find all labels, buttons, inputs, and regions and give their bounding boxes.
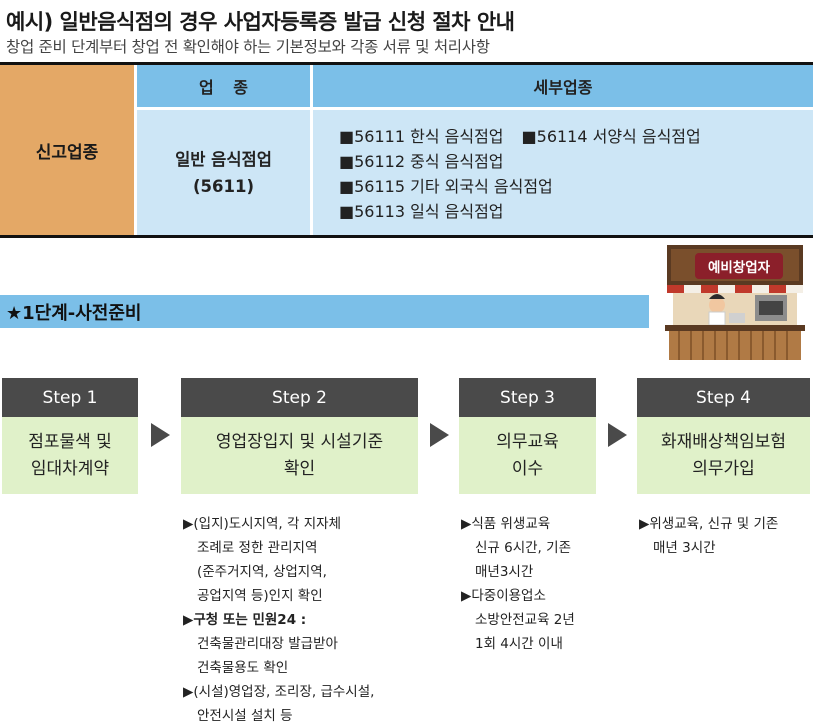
step-2-label: Step 2 <box>181 378 418 417</box>
note-line: 안전시설 설치 등 <box>197 708 293 724</box>
shop-badge: 예비창업자 <box>695 253 783 279</box>
business-type-cell: 일반 음식점업 (5611) <box>137 110 310 235</box>
step-title-line: 화재배상책임보험 <box>660 431 787 452</box>
sub-type-item: ■56113 일식 음식점업 <box>339 202 504 221</box>
register-icon <box>729 313 745 323</box>
note-line: 매년 3시간 <box>653 540 716 556</box>
sub-type-item: ■56111 한식 음식점업 <box>339 127 504 146</box>
step-title-line: 이수 <box>511 458 544 479</box>
note-item: ▶위생교육, 신규 및 기존 매년 3시간 <box>639 512 778 560</box>
step-4-notes: ▶위생교육, 신규 및 기존 매년 3시간 <box>639 512 778 560</box>
step-title-line: 점포물색 및 <box>28 431 112 452</box>
step-title-line: 확인 <box>283 458 316 479</box>
step-title-line: 영업장입지 및 시설기준 <box>215 431 384 452</box>
note-line: 매년3시간 <box>475 564 534 580</box>
step-4-label: Step 4 <box>637 378 810 417</box>
note-item: ▶식품 위생교육 신규 6시간, 기존 매년3시간 <box>461 512 575 584</box>
note-line: ▶(시설)영업장, 조리장, 급수시설, <box>183 684 375 700</box>
step-1-label: Step 1 <box>2 378 138 417</box>
note-item: ▶구청 또는 민원24 : 건축물관리대장 발급받아 건축물용도 확인 <box>183 608 374 680</box>
sub-type-row: ■56111 한식 음식점업 ■56114 서양식 음식점업 <box>339 124 813 149</box>
step-1-card: Step 1 점포물색 및 임대차계약 <box>2 378 138 494</box>
note-line: 1회 4시간 이내 <box>475 636 563 652</box>
note-line: ▶위생교육, 신규 및 기존 <box>639 516 779 532</box>
step-title-line: 의무가입 <box>692 458 755 479</box>
note-line: 신규 6시간, 기존 <box>475 540 571 556</box>
business-type-name: 일반 음식점업 <box>175 149 272 169</box>
sub-type-row: ■56115 기타 외국식 음식점업 <box>339 174 813 199</box>
step-arrow-icon <box>430 423 449 447</box>
sub-type-item: ■56114 서양식 음식점업 <box>521 127 701 146</box>
note-line: ▶다중이용업소 <box>461 588 546 604</box>
step-1-title: 점포물색 및 임대차계약 <box>2 417 138 494</box>
stall-counter <box>669 331 801 360</box>
business-type-code: (5611) <box>192 176 254 196</box>
sub-type-row: ■56112 중식 음식점업 <box>339 149 813 174</box>
step-3-notes: ▶식품 위생교육 신규 6시간, 기존 매년3시간 ▶다중이용업소 소방안전교육… <box>461 512 575 656</box>
sub-type-item: ■56112 중식 음식점업 <box>339 152 504 171</box>
step-4-card: Step 4 화재배상책임보험 의무가입 <box>637 378 810 494</box>
business-type-header: 업 종 <box>137 65 310 107</box>
step-arrow-icon <box>608 423 627 447</box>
note-line: 건축물용도 확인 <box>197 660 289 676</box>
step-2-card: Step 2 영업장입지 및 시설기준 확인 <box>181 378 418 494</box>
note-line: 건축물관리대장 발급받아 <box>197 636 338 652</box>
note-line: 공업지역 등)인지 확인 <box>197 588 323 604</box>
page-title: 예시) 일반음식점의 경우 사업자등록증 발급 신청 절차 안내 <box>6 10 515 34</box>
note-item: ▶다중이용업소 소방안전교육 2년 1회 4시간 이내 <box>461 584 575 656</box>
chef-icon <box>709 297 725 313</box>
step-title-line: 임대차계약 <box>30 458 110 479</box>
step-2-notes: ▶(입지)도시지역, 각 지자체 조례로 정한 관리지역 (준주거지역, 상업지… <box>183 512 374 728</box>
note-item: ▶(입지)도시지역, 각 지자체 조례로 정한 관리지역 (준주거지역, 상업지… <box>183 512 374 608</box>
note-line: (준주거지역, 상업지역, <box>197 564 327 580</box>
note-line: ▶식품 위생교육 <box>461 516 551 532</box>
note-line: 조례로 정한 관리지역 <box>197 540 318 556</box>
note-line: 소방안전교육 2년 <box>475 612 575 628</box>
step-3-title: 의무교육 이수 <box>459 417 596 494</box>
page-subtitle: 창업 준비 단계부터 창업 전 확인해야 하는 기본정보와 각종 서류 및 처리… <box>6 38 490 56</box>
step-arrow-icon <box>151 423 170 447</box>
step-2-title: 영업장입지 및 시설기준 확인 <box>181 417 418 494</box>
sub-type-cell: ■56111 한식 음식점업 ■56114 서양식 음식점업 ■56112 중식 … <box>313 110 813 235</box>
note-item: ▶(시설)영업장, 조리장, 급수시설, 안전시설 설치 등 <box>183 680 374 728</box>
sub-type-header: 세부업종 <box>313 65 813 107</box>
step-title-line: 의무교육 <box>496 431 559 452</box>
step-3-card: Step 3 의무교육 이수 <box>459 378 596 494</box>
stall-awning <box>667 285 803 293</box>
step-4-title: 화재배상책임보험 의무가입 <box>637 417 810 494</box>
sub-type-item: ■56115 기타 외국식 음식점업 <box>339 177 553 196</box>
note-line: ▶구청 또는 민원24 : <box>183 612 307 628</box>
step-3-label: Step 3 <box>459 378 596 417</box>
note-line: ▶(입지)도시지역, 각 지자체 <box>183 516 341 532</box>
row-label-cell: 신고업종 <box>0 65 134 235</box>
sub-type-row: ■56113 일식 음식점업 <box>339 199 813 224</box>
business-type-table: 신고업종 업 종 세부업종 일반 음식점업 (5611) ■56111 한식 음… <box>0 62 813 238</box>
stage-banner: ★1단계-사전준비 <box>0 295 649 328</box>
